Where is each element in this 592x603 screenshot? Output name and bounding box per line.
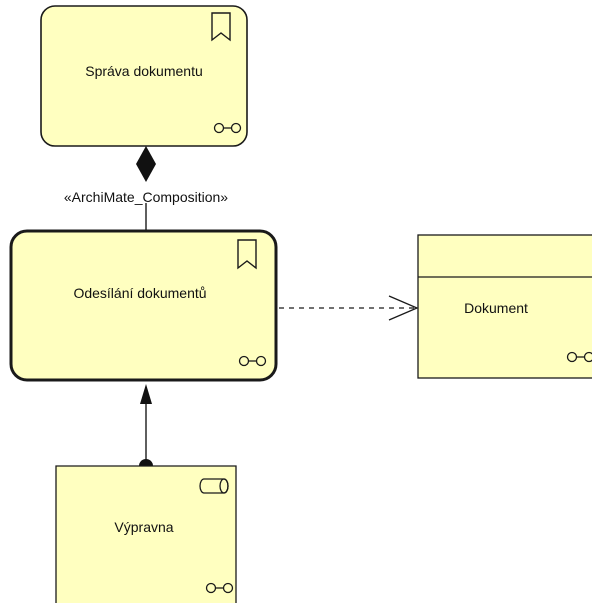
interaction-icon <box>205 582 234 594</box>
element-vypravna[interactable]: Výpravna <box>55 465 237 603</box>
role-icon <box>199 478 229 494</box>
interaction-icon <box>566 351 592 363</box>
bookmark-icon <box>211 12 231 42</box>
assignment-arrowhead <box>140 384 152 404</box>
element-dokument-box[interactable] <box>417 234 592 379</box>
element-vypravna-label: Výpravna <box>114 519 173 535</box>
element-sprava-box[interactable] <box>40 5 248 147</box>
relation-composition[interactable]: «ArchiMate_Composition» <box>64 146 228 231</box>
access-arrowhead <box>388 295 419 321</box>
composition-diamond <box>136 146 156 182</box>
element-dokument[interactable]: Dokument <box>417 234 592 379</box>
bookmark-icon <box>237 239 257 270</box>
relation-access[interactable] <box>279 295 419 321</box>
interaction-icon <box>213 122 242 134</box>
element-vypravna-box[interactable] <box>55 465 237 603</box>
composition-label: «ArchiMate_Composition» <box>64 189 228 205</box>
element-dokument-label: Dokument <box>464 300 528 316</box>
relation-assignment[interactable] <box>139 384 153 473</box>
element-odesilani-label: Odesílání dokumentů <box>73 285 206 301</box>
element-odesilani-box[interactable] <box>9 229 278 382</box>
element-sprava-label: Správa dokumentu <box>85 63 203 79</box>
interaction-icon <box>238 355 267 367</box>
element-odesilani-dokumentu[interactable]: Odesílání dokumentů <box>9 229 278 382</box>
element-sprava-dokumentu[interactable]: Správa dokumentu <box>40 5 248 147</box>
